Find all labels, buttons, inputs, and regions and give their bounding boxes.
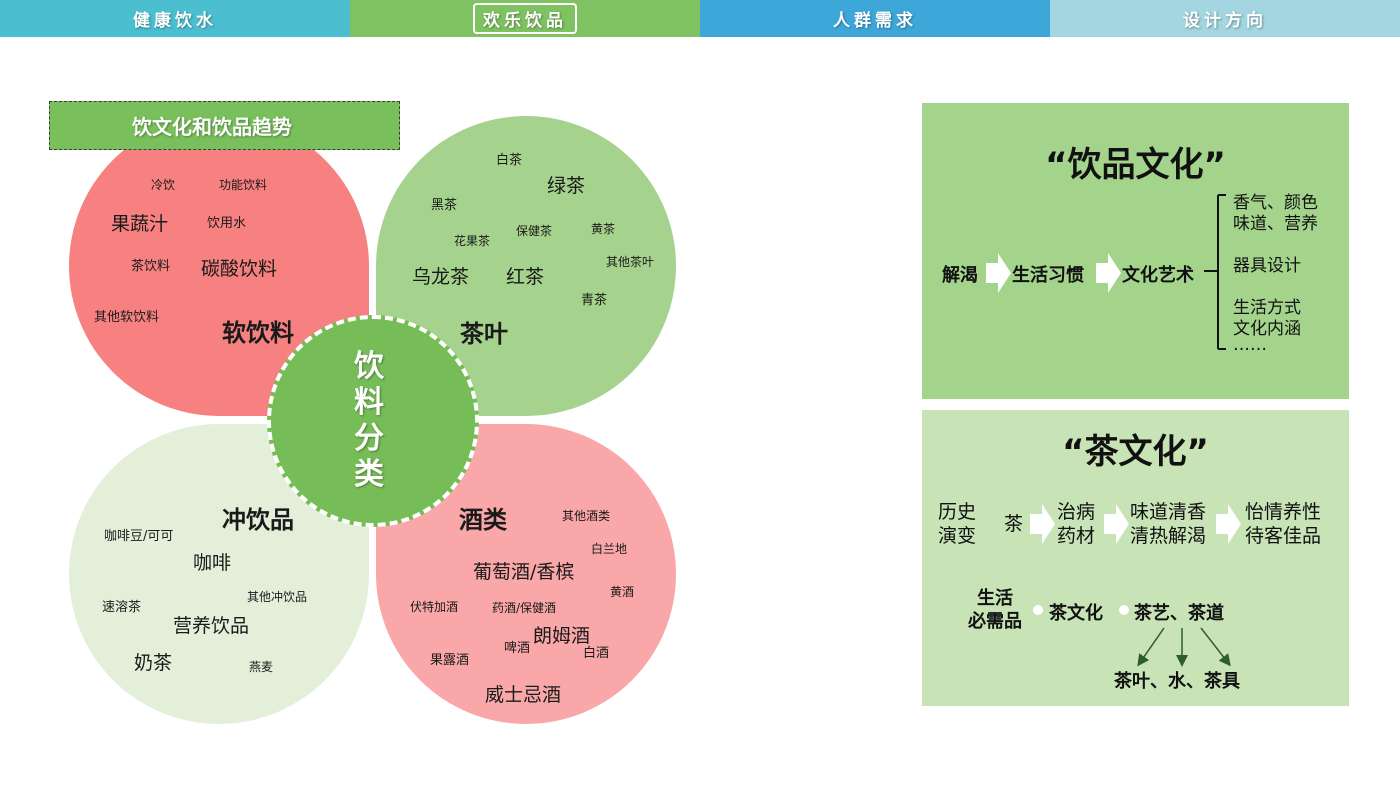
tea-item: 其他茶叶	[606, 255, 655, 269]
center-label: 饮 料 分 类	[328, 349, 418, 493]
alcohol-item: 白兰地	[591, 542, 628, 556]
section-banner: 饮文化和饮品趋势	[49, 101, 400, 150]
branch-item: ……	[1233, 335, 1267, 355]
life-necessity: 生活 必需品	[968, 588, 1022, 632]
bullet-dot-icon	[1033, 605, 1043, 615]
flow-step: 文化艺术	[1122, 265, 1194, 286]
tea-item: 黑茶	[431, 198, 458, 213]
alcohol-item: 果露酒	[430, 653, 470, 668]
soft-item: 果蔬汁	[111, 213, 169, 235]
tea-item: 花果茶	[454, 234, 491, 248]
brewed-title: 冲饮品	[222, 506, 294, 534]
brewed-item: 奶茶	[134, 652, 173, 674]
tea-elements: 茶叶、水、茶具	[1114, 671, 1240, 692]
alcohol-item: 其他酒类	[562, 509, 611, 523]
soft-item: 茶饮料	[131, 259, 171, 274]
tea-culture-node: 茶文化	[1049, 603, 1103, 624]
alcohol-item: 白酒	[583, 646, 610, 661]
brewed-item: 速溶茶	[102, 600, 142, 615]
tea-item: 乌龙茶	[412, 266, 470, 288]
flow-step: 解渴	[942, 265, 978, 286]
flow-step: 生活习惯	[1012, 265, 1084, 286]
tea-step: 怡情养性 待客佳品	[1245, 501, 1322, 547]
soft-item: 其他软饮料	[94, 310, 160, 325]
drink-culture-title: “饮品文化”	[1045, 145, 1226, 185]
branch-item: 文化内涵	[1233, 319, 1301, 339]
tea-word: 茶	[1004, 513, 1024, 535]
branch-item: 生活方式	[1233, 298, 1301, 318]
top-nav: 健康饮水 欢乐饮品 人群需求 设计方向	[0, 0, 1400, 37]
tea-culture-panel: “茶文化” 历史 演变 茶 治病 药材 味道清香 清热解渴 怡情养性 待客佳品 …	[922, 410, 1349, 706]
branch-item: 器具设计	[1233, 256, 1301, 276]
tab-label: 人群需求	[833, 11, 917, 31]
branch-arrows-icon	[1137, 627, 1231, 667]
tab-label-active: 欢乐饮品	[473, 3, 577, 34]
brewed-item: 其他冲饮品	[247, 590, 308, 604]
brewed-item: 燕麦	[249, 660, 274, 674]
alcohol-title: 酒类	[459, 506, 507, 534]
alcohol-item: 黄酒	[610, 585, 635, 599]
alcohol-item: 伏特加酒	[410, 600, 459, 614]
tea-item: 绿茶	[547, 175, 586, 197]
tea-item: 青茶	[581, 293, 608, 308]
brewed-item: 咖啡	[193, 552, 232, 574]
tea-step: 治病 药材	[1057, 501, 1096, 547]
tea-art-node: 茶艺、茶道	[1134, 603, 1224, 624]
soft-item: 冷饮	[151, 178, 176, 192]
alcohol-item: 啤酒	[504, 641, 531, 656]
branch-item: 味道、营养	[1233, 214, 1318, 234]
tea-item: 黄茶	[591, 222, 616, 236]
soft-drinks-title: 软饮料	[222, 319, 294, 347]
tea-item: 红茶	[506, 266, 545, 288]
tab-user-needs[interactable]: 人群需求	[700, 0, 1050, 37]
alcohol-item: 药酒/保健酒	[492, 601, 557, 615]
tab-design-direction[interactable]: 设计方向	[1050, 0, 1400, 37]
center-line1: 饮 料	[354, 349, 392, 420]
alcohol-item: 葡萄酒/香槟	[473, 561, 575, 583]
tab-label: 设计方向	[1183, 11, 1267, 31]
soft-item: 功能饮料	[219, 178, 268, 192]
bracket-icon	[1204, 194, 1226, 350]
center-circle: 饮 料 分 类	[267, 315, 479, 527]
center-line2: 分 类	[354, 421, 392, 492]
tea-item: 保健茶	[516, 224, 553, 238]
alcohol-item: 威士忌酒	[485, 684, 562, 706]
flow-arrow-icon	[1104, 504, 1129, 544]
tea-culture-title: “茶文化”	[1062, 432, 1209, 472]
history-text: 历史 演变	[938, 501, 977, 547]
soft-item: 饮用水	[207, 216, 247, 231]
tea-title: 茶叶	[460, 320, 508, 348]
soft-item: 碳酸饮料	[201, 258, 278, 280]
bullet-dot-icon	[1119, 605, 1129, 615]
branch-item: 香气、颜色	[1233, 193, 1318, 213]
flow-arrow-icon	[1030, 504, 1055, 544]
flow-arrow-icon	[1216, 504, 1241, 544]
flow-arrow-icon	[986, 253, 1011, 293]
tab-happy-drinks[interactable]: 欢乐饮品	[350, 0, 700, 37]
drink-culture-panel: “饮品文化” 解渴 生活习惯 文化艺术 香气、颜色 味道、营养 器具设计 生活方…	[922, 103, 1349, 399]
tab-healthy-water[interactable]: 健康饮水	[0, 0, 350, 37]
tea-item: 白茶	[496, 153, 523, 168]
tab-label: 健康饮水	[133, 11, 217, 31]
tea-step: 味道清香 清热解渴	[1130, 501, 1207, 547]
brewed-item: 咖啡豆/可可	[104, 529, 174, 544]
alcohol-item: 朗姆酒	[533, 625, 591, 647]
brewed-item: 营养饮品	[173, 615, 250, 637]
flow-arrow-icon	[1096, 253, 1121, 293]
